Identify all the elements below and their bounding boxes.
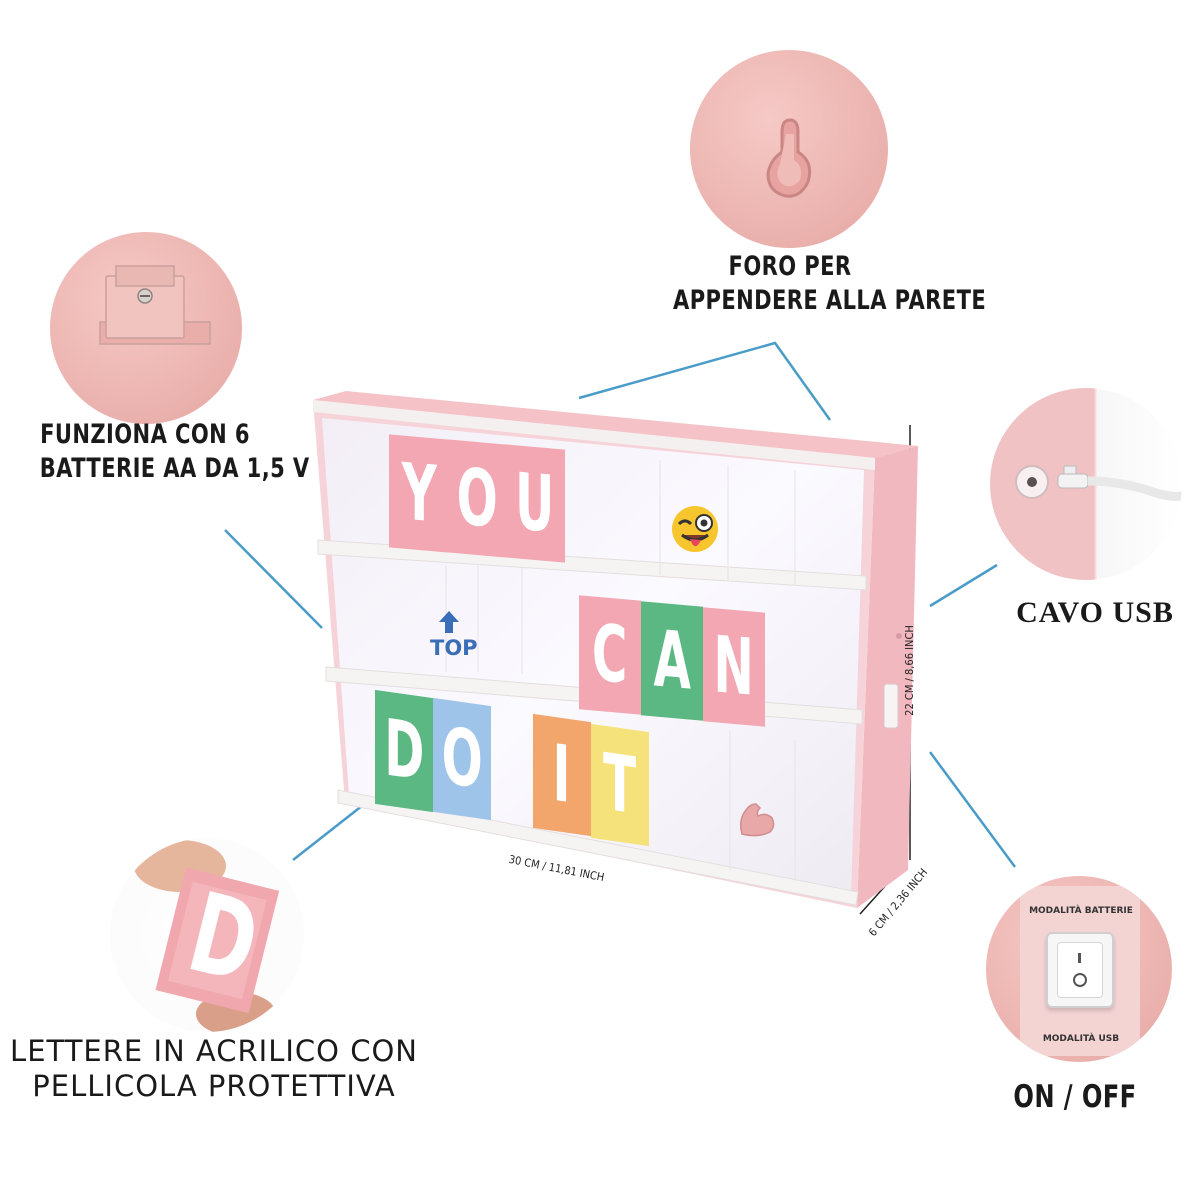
label-batteries: FUNZIONA CON 6 BATTERIE AA DA 1,5 V [39,419,310,484]
dimension-line-width [359,805,851,899]
label-letters: LETTERE IN ACRILICO CON PELLICOLA PROTET… [10,1034,418,1104]
battery-latch-icon [99,265,211,345]
leader-line-usb [929,563,998,608]
battery-compartment-detail [50,232,242,424]
keyhole-icon [766,118,812,198]
leader-line-batteries [224,529,323,629]
leader-line-switch [928,751,1017,868]
finger-holding-letter [134,840,280,1032]
power-switch-rocker[interactable] [1057,942,1103,998]
switch-mode-battery-label: MODALITÀ BATTERIE [1029,906,1133,916]
hang-hole-detail [690,50,888,248]
label-switch: ON / OFF [1013,1079,1137,1115]
label-hang-hole: FORO PER APPENDERE ALLA PARETE [673,251,987,316]
dimension-height: 22 CM / 8,66 INCH [902,625,916,716]
acrylic-letter-detail: D [110,838,304,1032]
label-usb: CAVO USB [1016,596,1174,629]
usb-cable-icon [1015,465,1182,501]
leader-line-hang-hole [578,341,832,421]
switch-mode-usb-label: MODALITÀ USB [1042,1034,1120,1044]
power-switch[interactable] [1046,932,1114,1008]
leader-line-letters [292,786,387,861]
usb-port-detail [990,388,1182,580]
power-switch-detail: MODALITÀ BATTERIE MODALITÀ USB [986,876,1172,1062]
